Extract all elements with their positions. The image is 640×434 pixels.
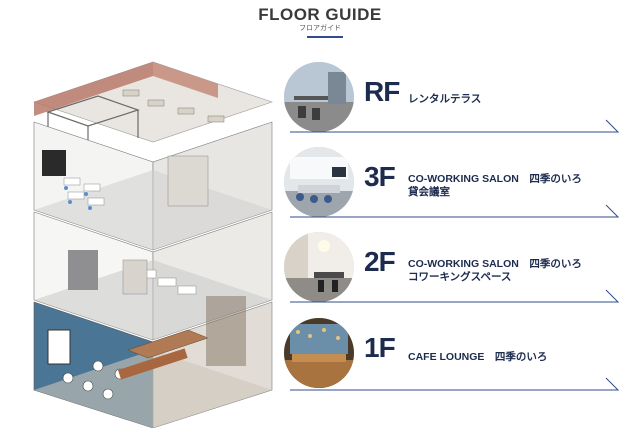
floor-row-2f[interactable]: 2F CO-WORKING SALON 四季のいろ コワーキングスペース [282,230,622,312]
title-underline [307,36,343,38]
page-title: FLOOR GUIDE [258,5,382,24]
floor-code: 3F [364,161,396,192]
floor-row-3f[interactable]: 3F CO-WORKING SALON 四季のいろ 貸会議室 [282,145,622,227]
floor-row-1f[interactable]: 1F CAFE LOUNGE 四季のいろ [282,316,622,398]
floor-photo-3f [284,147,354,217]
roof-tables [122,89,225,123]
floor1-long-table [118,348,188,380]
floor-name-line1: CO-WORKING SALON 四季のいろ [408,173,582,185]
floor1-backwall [206,296,246,366]
floor-underline-arrow [290,289,620,303]
floor3-chairs [64,186,92,210]
page-subtitle: フロアガイド [299,25,341,32]
floor-underline-arrow [290,204,620,218]
floor-row-rf[interactable]: RF レンタルテラス [282,60,622,142]
floor-name: CAFE LOUNGE 四季のいろ [408,351,548,363]
floor-underline-arrow [290,377,620,391]
floor2-panel [68,250,98,290]
floor-code: 2F [364,246,396,277]
roof-fence-left [34,62,153,116]
floor3-desks [63,177,105,206]
floor-name-line1: CO-WORKING SALON 四季のいろ [408,258,582,270]
floor3-window [42,150,66,176]
floor-underline-arrow [290,119,620,133]
floor-code: 1F [364,332,396,363]
floor1-slab [34,350,272,428]
floor2-shelf [122,259,148,295]
floor-name-line2: 貸会議室 [408,186,450,198]
building-cutaway-illustration [33,61,273,428]
floor1-window [47,329,71,365]
floor-name-line2: コワーキングスペース [408,271,512,283]
floor-code: RF [364,76,400,107]
roof-fence-right [153,62,218,98]
floor3-partition [167,155,209,207]
floor-name: レンタルテラス [408,93,482,105]
floor-photo-2f [284,232,354,302]
